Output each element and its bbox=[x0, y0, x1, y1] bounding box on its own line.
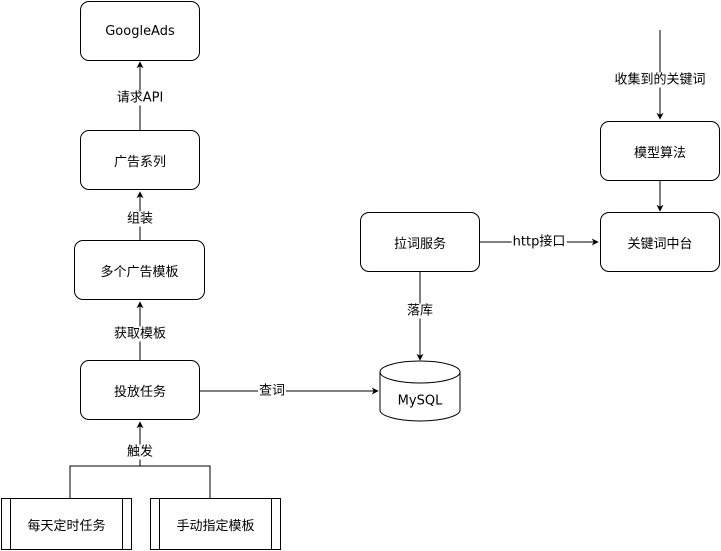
label-request-api: 请求API bbox=[115, 90, 165, 106]
label-collected-keywords: 收集到的关键词 bbox=[613, 72, 707, 88]
node-delivery-task: 投放任务 bbox=[80, 360, 200, 420]
label-assemble: 组装 bbox=[125, 211, 155, 227]
label-http-interface: http接口 bbox=[511, 234, 567, 250]
label-trigger: 触发 bbox=[125, 444, 155, 460]
label-query-words: 查词 bbox=[257, 383, 287, 399]
node-mysql: MySQL bbox=[397, 393, 443, 409]
node-daily-task: 每天定时任务 bbox=[1, 498, 132, 550]
node-manual-template: 手动指定模板 bbox=[150, 498, 281, 550]
node-model-algorithm: 模型算法 bbox=[600, 121, 720, 181]
label-store: 落库 bbox=[405, 303, 435, 319]
node-ad-series: 广告系列 bbox=[80, 130, 200, 190]
node-keyword-platform: 关键词中台 bbox=[600, 212, 720, 272]
edge-trigger-daily bbox=[69, 465, 140, 498]
node-google-ads: GoogleAds bbox=[80, 1, 200, 61]
node-ad-templates: 多个广告模板 bbox=[74, 240, 205, 300]
edge-trigger-manual bbox=[140, 465, 211, 498]
mysql-database-shape bbox=[379, 360, 461, 422]
label-fetch-templates: 获取模板 bbox=[112, 326, 168, 342]
node-keyword-service: 拉词服务 bbox=[360, 212, 480, 272]
